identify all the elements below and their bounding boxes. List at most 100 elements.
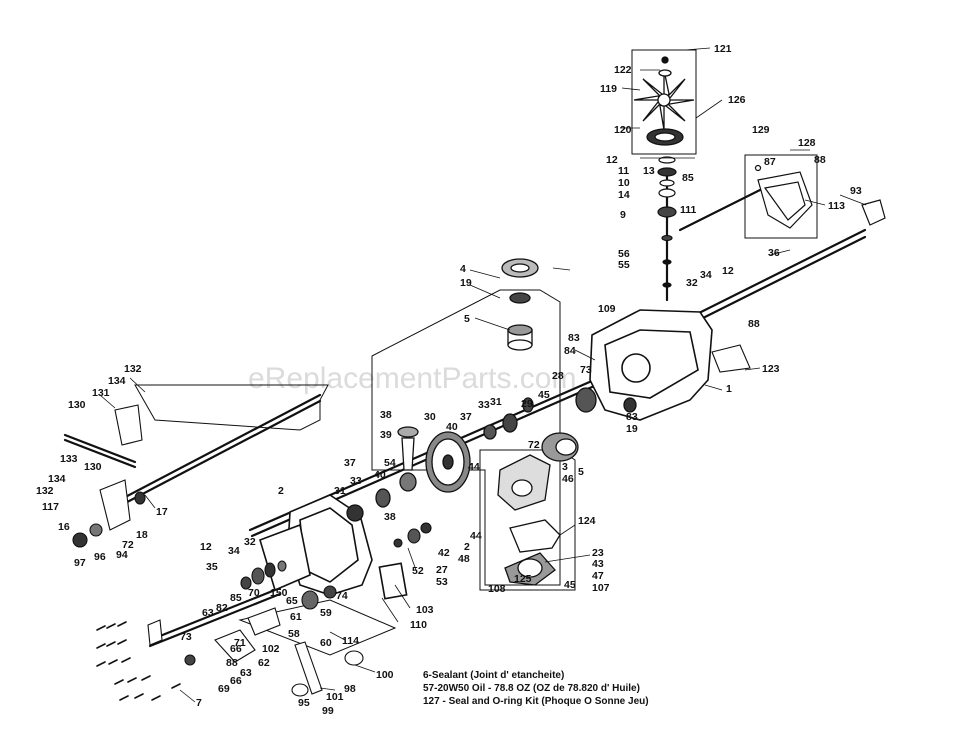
callout: 61 <box>290 611 302 623</box>
callout: 88 <box>226 657 238 669</box>
note-oil: 57-20W50 Oil - 78.8 OZ (OZ de 78.820 d' … <box>423 683 640 694</box>
callout: 31 <box>490 396 502 408</box>
callout: 30 <box>424 411 436 423</box>
right-housing-detail <box>604 329 699 399</box>
callout: 150 <box>270 587 288 599</box>
callout: 3 <box>562 461 568 473</box>
callout: 70 <box>248 587 260 599</box>
callout: 97 <box>74 557 86 569</box>
gear-38 <box>397 426 419 438</box>
callout: 66 <box>230 675 242 687</box>
callout: 12 <box>722 265 734 277</box>
callout: 39 <box>380 429 392 441</box>
callout: 108 <box>488 583 506 595</box>
left-axle <box>108 393 322 507</box>
right-housing-bore <box>621 353 651 383</box>
callout: 19 <box>626 423 638 435</box>
callout: 110 <box>410 619 427 631</box>
callout: 133 <box>60 453 78 465</box>
callout: 125 <box>514 573 532 585</box>
brake-rod-inner <box>63 438 137 469</box>
callout: 34 <box>700 269 712 281</box>
callout: 42 <box>438 547 450 559</box>
lower-shaft <box>148 586 282 642</box>
callout: 35 <box>206 561 218 573</box>
callout: 29 <box>521 398 533 410</box>
callout: 16 <box>58 521 70 533</box>
callout: 28 <box>552 370 564 382</box>
callout: 74 <box>336 590 348 602</box>
callout: 52 <box>412 565 424 577</box>
callout: 32 <box>686 277 698 289</box>
callout: 100 <box>376 669 394 681</box>
callout: 4 <box>460 263 466 275</box>
callout: 131 <box>92 387 110 399</box>
callout: 96 <box>94 551 106 563</box>
callout: 63 <box>202 607 214 619</box>
callout: 87 <box>764 156 776 168</box>
callout: 82 <box>216 602 228 614</box>
callout: 58 <box>288 628 300 640</box>
callout: 9 <box>620 209 626 221</box>
pump-plate <box>497 454 561 586</box>
callout: 37 <box>460 411 472 423</box>
callout: 45 <box>564 579 576 591</box>
note-sealant: 6-Sealant (Joint d' etancheite) <box>423 670 565 681</box>
fan-assembly-box <box>631 49 697 155</box>
callout: 34 <box>228 545 240 557</box>
callout: 114 <box>342 635 359 647</box>
housings <box>259 309 713 600</box>
callout: 33 <box>478 399 490 411</box>
callout: 13 <box>643 165 655 177</box>
callout: 73 <box>180 631 192 643</box>
callout: 40 <box>446 421 458 433</box>
callout: 56 <box>618 248 630 260</box>
bracket-103 <box>378 562 408 600</box>
callout: 46 <box>562 473 574 485</box>
callout: 88 <box>748 318 760 330</box>
callout: 37 <box>344 457 356 469</box>
callout: 47 <box>592 570 604 582</box>
callouts: 121 122 119 126 120 129 128 12 11 13 87 … <box>36 43 862 717</box>
callout: 5 <box>464 313 470 325</box>
callout: 2 <box>464 541 470 553</box>
callout: 117 <box>42 501 59 513</box>
input-stack <box>657 156 677 288</box>
callout: 123 <box>762 363 780 375</box>
callout: 107 <box>592 582 610 594</box>
callout: 120 <box>614 124 632 136</box>
callout: 55 <box>618 259 630 271</box>
small-parts <box>72 344 751 697</box>
callout: 60 <box>320 637 332 649</box>
callout: 59 <box>320 607 332 619</box>
callout: 129 <box>752 124 770 136</box>
callout: 119 <box>600 83 617 95</box>
callout: 32 <box>244 536 256 548</box>
upper-gears <box>501 258 539 351</box>
callout: 44 <box>470 530 482 542</box>
callout: 10 <box>618 177 630 189</box>
callout: 14 <box>618 189 630 201</box>
cooling-fan <box>633 56 695 146</box>
axle-cover <box>754 164 886 229</box>
callout: 72 <box>528 439 540 451</box>
callout: 128 <box>798 137 816 149</box>
callout: 71 <box>234 637 246 649</box>
callout: 73 <box>580 364 592 376</box>
callout: 53 <box>436 576 448 588</box>
callout: 62 <box>258 657 270 669</box>
callout: 1 <box>726 383 732 395</box>
callout: 18 <box>136 529 148 541</box>
callout: 45 <box>538 389 550 401</box>
callout: 66 <box>230 643 242 655</box>
callout: 103 <box>416 604 434 616</box>
callout: 44 <box>468 461 480 473</box>
callout: 17 <box>156 506 168 518</box>
callout: 98 <box>344 683 356 695</box>
callout: 132 <box>124 363 142 375</box>
callout: 83 <box>626 411 638 423</box>
callout: 130 <box>84 461 102 473</box>
callout: 130 <box>68 399 86 411</box>
callout: 72 <box>122 539 134 551</box>
callout: 54 <box>384 457 396 469</box>
